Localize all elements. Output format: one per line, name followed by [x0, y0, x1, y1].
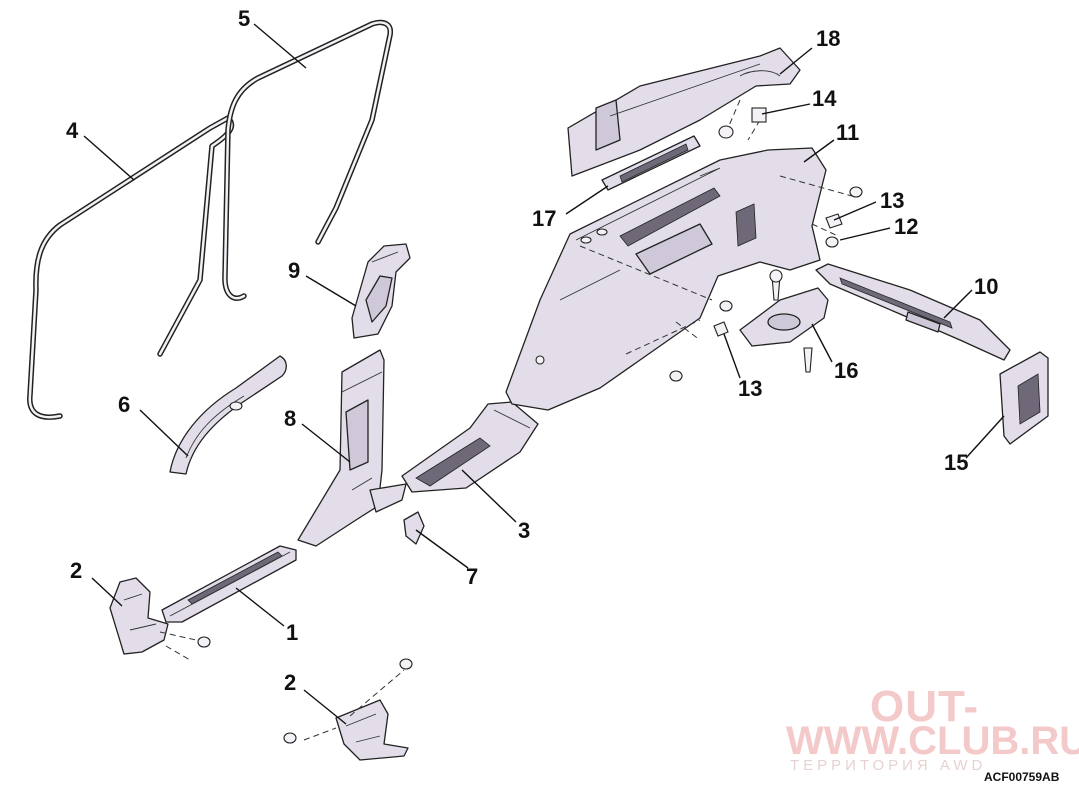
callout-6: 6 [118, 392, 130, 417]
part-11-quarter-trim [505, 147, 853, 411]
part-2-cowl-side-trim-upper [109, 577, 211, 661]
callout-14: 14 [812, 86, 837, 111]
callout-7: 7 [466, 564, 478, 589]
part-4-front-weatherstrip [27, 115, 235, 420]
part-15-rear-panel-trim [999, 351, 1049, 445]
callout-16: 16 [834, 358, 858, 383]
watermark-line-2: WWW.CLUB.RU [786, 719, 1079, 763]
callout-5: 5 [238, 6, 250, 31]
reference-code: ACF00759AB [984, 770, 1060, 784]
part-6-front-pillar-trim [169, 355, 287, 475]
callout-13-lower: 13 [738, 376, 762, 401]
part-3-rear-scuff-plate [401, 401, 539, 493]
part-13-clip-right [825, 213, 843, 229]
part-17-strip [601, 135, 701, 191]
callout-11: 11 [836, 120, 859, 145]
leader-lines [83, 23, 1005, 725]
callout-15: 15 [944, 450, 968, 475]
part-16-holder [739, 269, 829, 373]
part-18-upper-quarter-trim [567, 47, 801, 177]
callout-13-right: 13 [880, 188, 904, 213]
callout-8: 8 [284, 406, 296, 431]
callout-10: 10 [974, 274, 998, 299]
callout-1: 1 [286, 620, 298, 645]
callout-17: 17 [532, 206, 556, 231]
part-1-front-scuff-plate [161, 545, 297, 623]
callout-12: 12 [894, 214, 918, 239]
callout-labels: 5 4 18 14 11 13 12 17 9 10 16 13 6 8 15 … [66, 6, 998, 695]
part-8-lower-center-pillar-trim [297, 349, 407, 547]
watermark-line-1: OUT- [870, 682, 980, 731]
watermark-line-3: ТЕРРИТОРИЯ AWD [790, 757, 987, 774]
part-14-clip [751, 107, 767, 123]
part-13-clip-lower [713, 321, 729, 337]
part-5-rear-weatherstrip [222, 19, 394, 301]
callout-3: 3 [518, 518, 530, 543]
part-2-cowl-side-trim-lower [283, 658, 413, 761]
part-9-upper-center-pillar-trim [351, 243, 411, 339]
callout-4: 4 [66, 118, 79, 143]
callout-18: 18 [816, 26, 840, 51]
callout-2-lower: 2 [284, 670, 296, 695]
part-10-rear-sill-strip [815, 263, 1011, 361]
callout-9: 9 [288, 258, 300, 283]
callout-2-upper: 2 [70, 558, 82, 583]
part-12-bolt [825, 236, 839, 248]
part-7-bracket [403, 511, 425, 545]
fasteners [669, 107, 863, 382]
